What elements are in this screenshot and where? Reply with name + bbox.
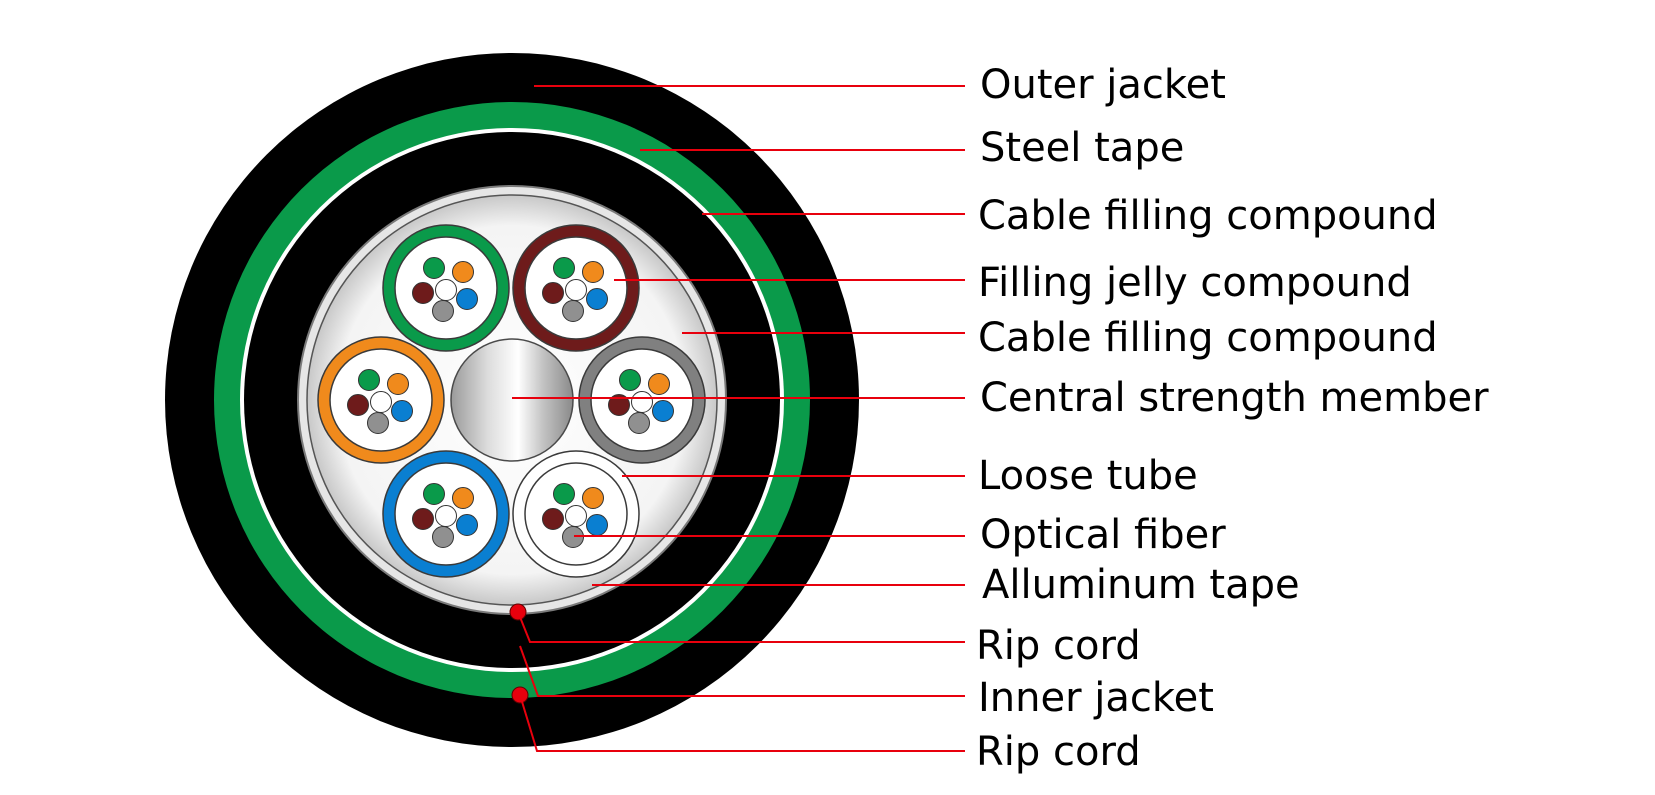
loose-tube-green (382, 224, 510, 352)
optical-fiber-blue (586, 288, 608, 310)
optical-fiber-green (553, 257, 575, 279)
optical-fiber-white (631, 391, 653, 413)
optical-fiber-blue (456, 288, 478, 310)
label-filling-jelly-compound: Filling jelly compound (978, 260, 1412, 306)
optical-fiber-white (435, 505, 457, 527)
optical-fiber-gray (432, 300, 454, 322)
optical-fiber-green (423, 483, 445, 505)
optical-fiber-maroon (347, 394, 369, 416)
label-inner-jacket: Inner jacket (978, 675, 1214, 721)
leader-lines (512, 85, 965, 752)
label-alluminum-tape: Alluminum tape (982, 562, 1300, 608)
optical-fiber-gray (562, 300, 584, 322)
label-rip-cord-1: Rip cord (976, 623, 1141, 669)
optical-fiber-orange (452, 487, 474, 509)
optical-fiber-green (423, 257, 445, 279)
optical-fiber-orange (387, 373, 409, 395)
component-labels: Outer jacket Steel tape Cable filling co… (976, 62, 1489, 775)
optical-fiber-orange (648, 373, 670, 395)
optical-fiber-blue (586, 514, 608, 536)
optical-fiber-blue (391, 400, 413, 422)
loose-tubes-group (317, 224, 706, 578)
label-outer-jacket: Outer jacket (980, 62, 1226, 108)
optical-fiber-gray (432, 526, 454, 548)
loose-tube-orange (317, 336, 445, 464)
leader-line-rip-cord-2 (519, 694, 965, 752)
label-cable-filling-compound-1: Cable filling compound (978, 193, 1438, 239)
optical-fiber-white (565, 505, 587, 527)
optical-fiber-blue (456, 514, 478, 536)
optical-fiber-orange (582, 487, 604, 509)
label-loose-tube: Loose tube (978, 453, 1198, 499)
central-strength-member-rod (450, 338, 574, 462)
label-rip-cord-2: Rip cord (976, 729, 1141, 775)
loose-tube-blue (382, 450, 510, 578)
optical-fiber-maroon (542, 508, 564, 530)
leader-line-rip-cord-1 (517, 611, 965, 643)
optical-fiber-green (358, 369, 380, 391)
optical-fiber-blue (652, 400, 674, 422)
label-optical-fiber: Optical fiber (980, 512, 1226, 558)
loose-tube-white (512, 450, 640, 578)
loose-tube-maroon (512, 224, 640, 352)
optical-fiber-green (619, 369, 641, 391)
optical-fiber-white (370, 391, 392, 413)
label-cable-filling-compound-2: Cable filling compound (978, 315, 1438, 361)
optical-fiber-maroon (542, 282, 564, 304)
optical-fiber-white (435, 279, 457, 301)
optical-fiber-maroon (412, 282, 434, 304)
optical-fiber-green (553, 483, 575, 505)
optical-fiber-maroon (608, 394, 630, 416)
label-steel-tape: Steel tape (980, 125, 1184, 171)
optical-fiber-gray (367, 412, 389, 434)
leader-line-inner-jacket (519, 645, 965, 697)
loose-tube-gray (578, 336, 706, 464)
optical-fiber-white (565, 279, 587, 301)
optical-fiber-gray (628, 412, 650, 434)
optical-fiber-orange (452, 261, 474, 283)
optical-fiber-maroon (412, 508, 434, 530)
label-central-strength-member: Central strength member (980, 375, 1489, 421)
optical-fiber-orange (582, 261, 604, 283)
